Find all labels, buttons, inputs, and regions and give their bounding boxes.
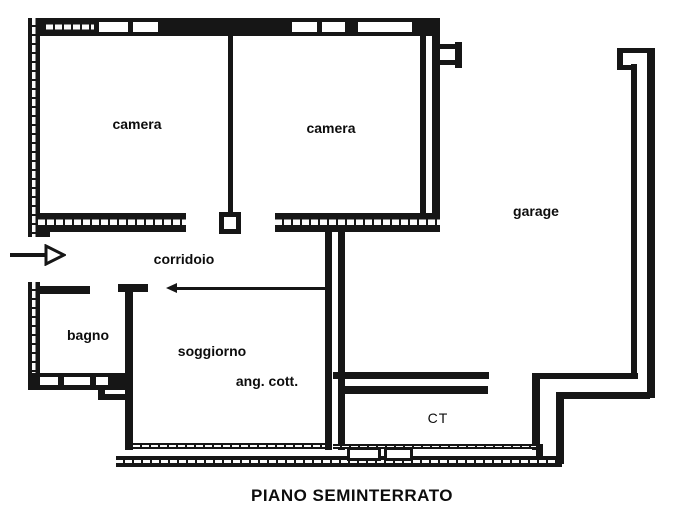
wall-camera2-bottom — [275, 213, 440, 232]
wall-ct-right — [532, 374, 540, 450]
wall-garage-right-outer — [647, 48, 655, 398]
wall-garage-left-inner — [325, 232, 332, 450]
wall-camera-divider — [228, 36, 233, 214]
wall-garage-notch-top — [617, 48, 655, 53]
wall-garage-notch-left — [617, 48, 623, 70]
window-mullion — [94, 18, 99, 36]
bagno-window — [96, 377, 108, 385]
top-window — [133, 22, 158, 32]
wall-top-solid-segment — [158, 18, 292, 36]
wall-step-bottom — [98, 394, 132, 400]
wall-ct-top-lower — [345, 386, 488, 394]
wall-soggiorno-top-jamb — [118, 284, 148, 292]
wall-ct-top-upper — [333, 372, 489, 379]
room-label-corridoio: corridoio — [153, 251, 215, 267]
door-swing-arrow-icon — [166, 283, 177, 293]
wall-garage-left-outer — [338, 232, 345, 450]
wall-ct-bottom-tick — [536, 444, 543, 458]
wall-flue-bottom — [440, 60, 458, 65]
wall-flue-top — [440, 44, 458, 49]
wall-left-exterior — [28, 18, 40, 237]
bagno-window — [40, 377, 58, 385]
room-label-ang-cott: ang. cott. — [235, 373, 299, 389]
top-window — [322, 22, 345, 32]
wall-garage-bottom-inner — [532, 373, 638, 379]
room-label-camera-1: camera — [112, 116, 162, 132]
room-label-bagno: bagno — [67, 327, 109, 343]
wall-garage-right-inner — [631, 64, 637, 379]
wall-ct-bottom — [333, 444, 543, 449]
wall-top-solid-segment — [345, 18, 358, 36]
wall-bagno-left — [28, 282, 40, 388]
room-label-garage: garage — [513, 203, 559, 219]
wall-right-inner — [420, 34, 426, 214]
wall-garage-step-outer — [556, 392, 564, 464]
window-mullion — [128, 18, 133, 36]
wall-garage-notch-foot — [617, 65, 637, 70]
wall-soggiorno-top — [177, 287, 328, 290]
wall-flue-end — [455, 42, 462, 68]
wall-soggiorno-bottom — [133, 443, 328, 449]
bagno-window — [64, 377, 90, 385]
divider-end-post — [219, 212, 241, 234]
entrance-arrow-shaft — [10, 253, 46, 257]
room-label-ct: CT — [427, 410, 449, 426]
wall-garage-bottom-outer — [556, 392, 650, 399]
wall-bottom-exterior — [116, 456, 562, 467]
entrance-arrow-icon — [44, 244, 66, 266]
window-mullion — [317, 18, 322, 36]
top-window — [358, 22, 412, 32]
room-label-camera-2: camera — [306, 120, 356, 136]
top-window — [99, 22, 128, 32]
ct-window — [384, 447, 413, 461]
wall-camera1-bottom — [38, 213, 186, 232]
plan-caption: PIANO SEMINTERRATO — [251, 486, 453, 505]
room-label-soggiorno: soggiorno — [177, 343, 247, 359]
top-window — [292, 22, 317, 32]
wall-bagno-top — [38, 286, 90, 294]
ct-window — [347, 447, 381, 461]
wall-soggiorno-left — [125, 284, 133, 450]
wall-right-exterior — [432, 18, 440, 214]
